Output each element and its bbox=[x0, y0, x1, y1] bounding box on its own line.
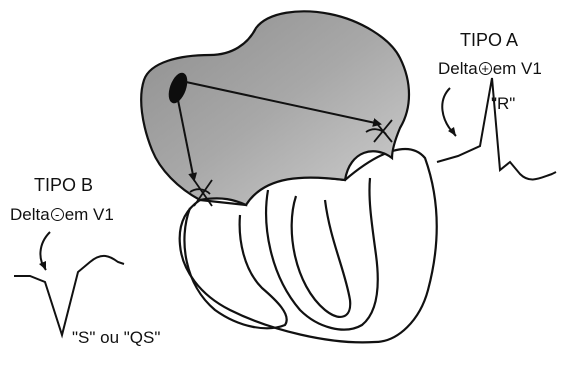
type-a-title: TIPO A bbox=[460, 31, 518, 49]
type-b-delta-prefix: Delta bbox=[10, 205, 50, 224]
type-b-title: TIPO B bbox=[34, 176, 93, 194]
type-b-negative-sign: - bbox=[51, 208, 64, 221]
type-a-delta-suffix: em V1 bbox=[493, 59, 542, 78]
type-a-positive-sign: + bbox=[479, 62, 492, 75]
type-a-delta-line: Delta+em V1 bbox=[438, 60, 542, 77]
type-b-s-qs-label: "S" ou "QS" bbox=[72, 329, 160, 346]
type-b-delta-line: Delta-em V1 bbox=[10, 206, 114, 223]
type-b-ecg-trace bbox=[14, 256, 124, 335]
type-a-r-label: "R" bbox=[491, 95, 515, 112]
type-b-delta-suffix: em V1 bbox=[65, 205, 114, 224]
type-a-delta-prefix: Delta bbox=[438, 59, 478, 78]
